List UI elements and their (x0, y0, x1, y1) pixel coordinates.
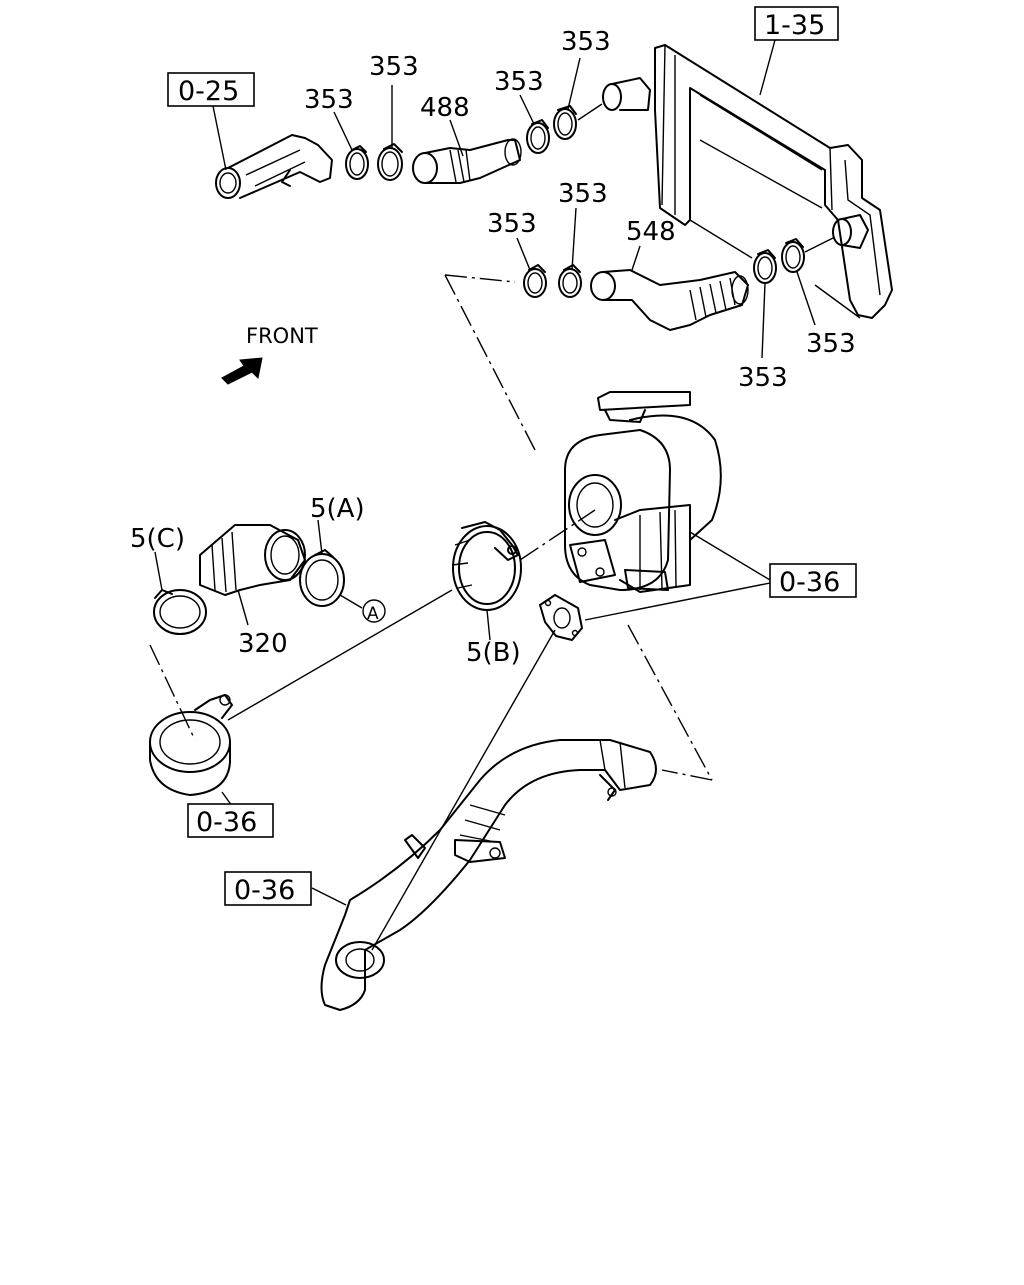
clamp-353-upper-4 (553, 105, 577, 140)
callout-circle-a (362, 599, 386, 623)
label-353-e: 353 (558, 179, 608, 209)
compressor-inlet (149, 694, 233, 796)
front-label: FRONT (246, 324, 318, 348)
clamp-5b (451, 521, 522, 611)
label-353-c: 353 (494, 67, 544, 97)
clamp-5a (299, 549, 345, 607)
clamp-353-lower-2 (558, 264, 582, 298)
leader-lines (154, 39, 861, 951)
exhaust-pipe (320, 739, 657, 1011)
clamp-353-lower-4 (781, 238, 805, 273)
clamp-353-upper-1 (345, 145, 369, 180)
label-320: 320 (238, 629, 288, 659)
clamp-353-upper-3 (526, 119, 550, 154)
center-lines (149, 274, 713, 781)
ref-box-0-36-right (769, 563, 857, 598)
ref-box-1-35 (754, 6, 839, 41)
hose-548 (590, 269, 749, 331)
ref-box-0-36-lower-left (187, 803, 274, 838)
label-353-h: 353 (738, 363, 788, 393)
clamp-5c (153, 589, 207, 635)
label-488: 488 (420, 93, 470, 123)
label-5c: 5(C) (130, 524, 185, 554)
gasket (539, 594, 583, 641)
label-5b: 5(B) (466, 638, 521, 668)
label-548: 548 (626, 217, 676, 247)
callout-a-letter: A (367, 604, 379, 624)
ref-box-0-25 (167, 72, 255, 107)
upper-air-pipe (215, 134, 333, 199)
label-353-b: 353 (369, 52, 419, 82)
ref-box-0-36-bottom (224, 871, 312, 906)
intercooler (602, 44, 893, 319)
clamp-353-upper-2 (377, 143, 403, 181)
ref-0-36-lower-left: 0-36 (196, 807, 257, 838)
label-353-f: 353 (487, 209, 537, 239)
label-353-a: 353 (304, 85, 354, 115)
clamp-353-lower-1 (523, 264, 547, 298)
front-arrow-icon (221, 357, 263, 385)
clamp-353-lower-3 (753, 249, 777, 284)
label-353-d: 353 (561, 27, 611, 57)
ref-0-36-right: 0-36 (779, 567, 840, 598)
label-5a: 5(A) (310, 494, 365, 524)
ref-0-25: 0-25 (178, 76, 239, 107)
ref-1-35: 1-35 (764, 10, 825, 41)
turbocharger (564, 391, 722, 593)
hose-488 (412, 138, 522, 184)
elbow-hose-320 (199, 524, 306, 596)
ref-0-36-bottom: 0-36 (234, 875, 295, 906)
label-353-g: 353 (806, 329, 856, 359)
